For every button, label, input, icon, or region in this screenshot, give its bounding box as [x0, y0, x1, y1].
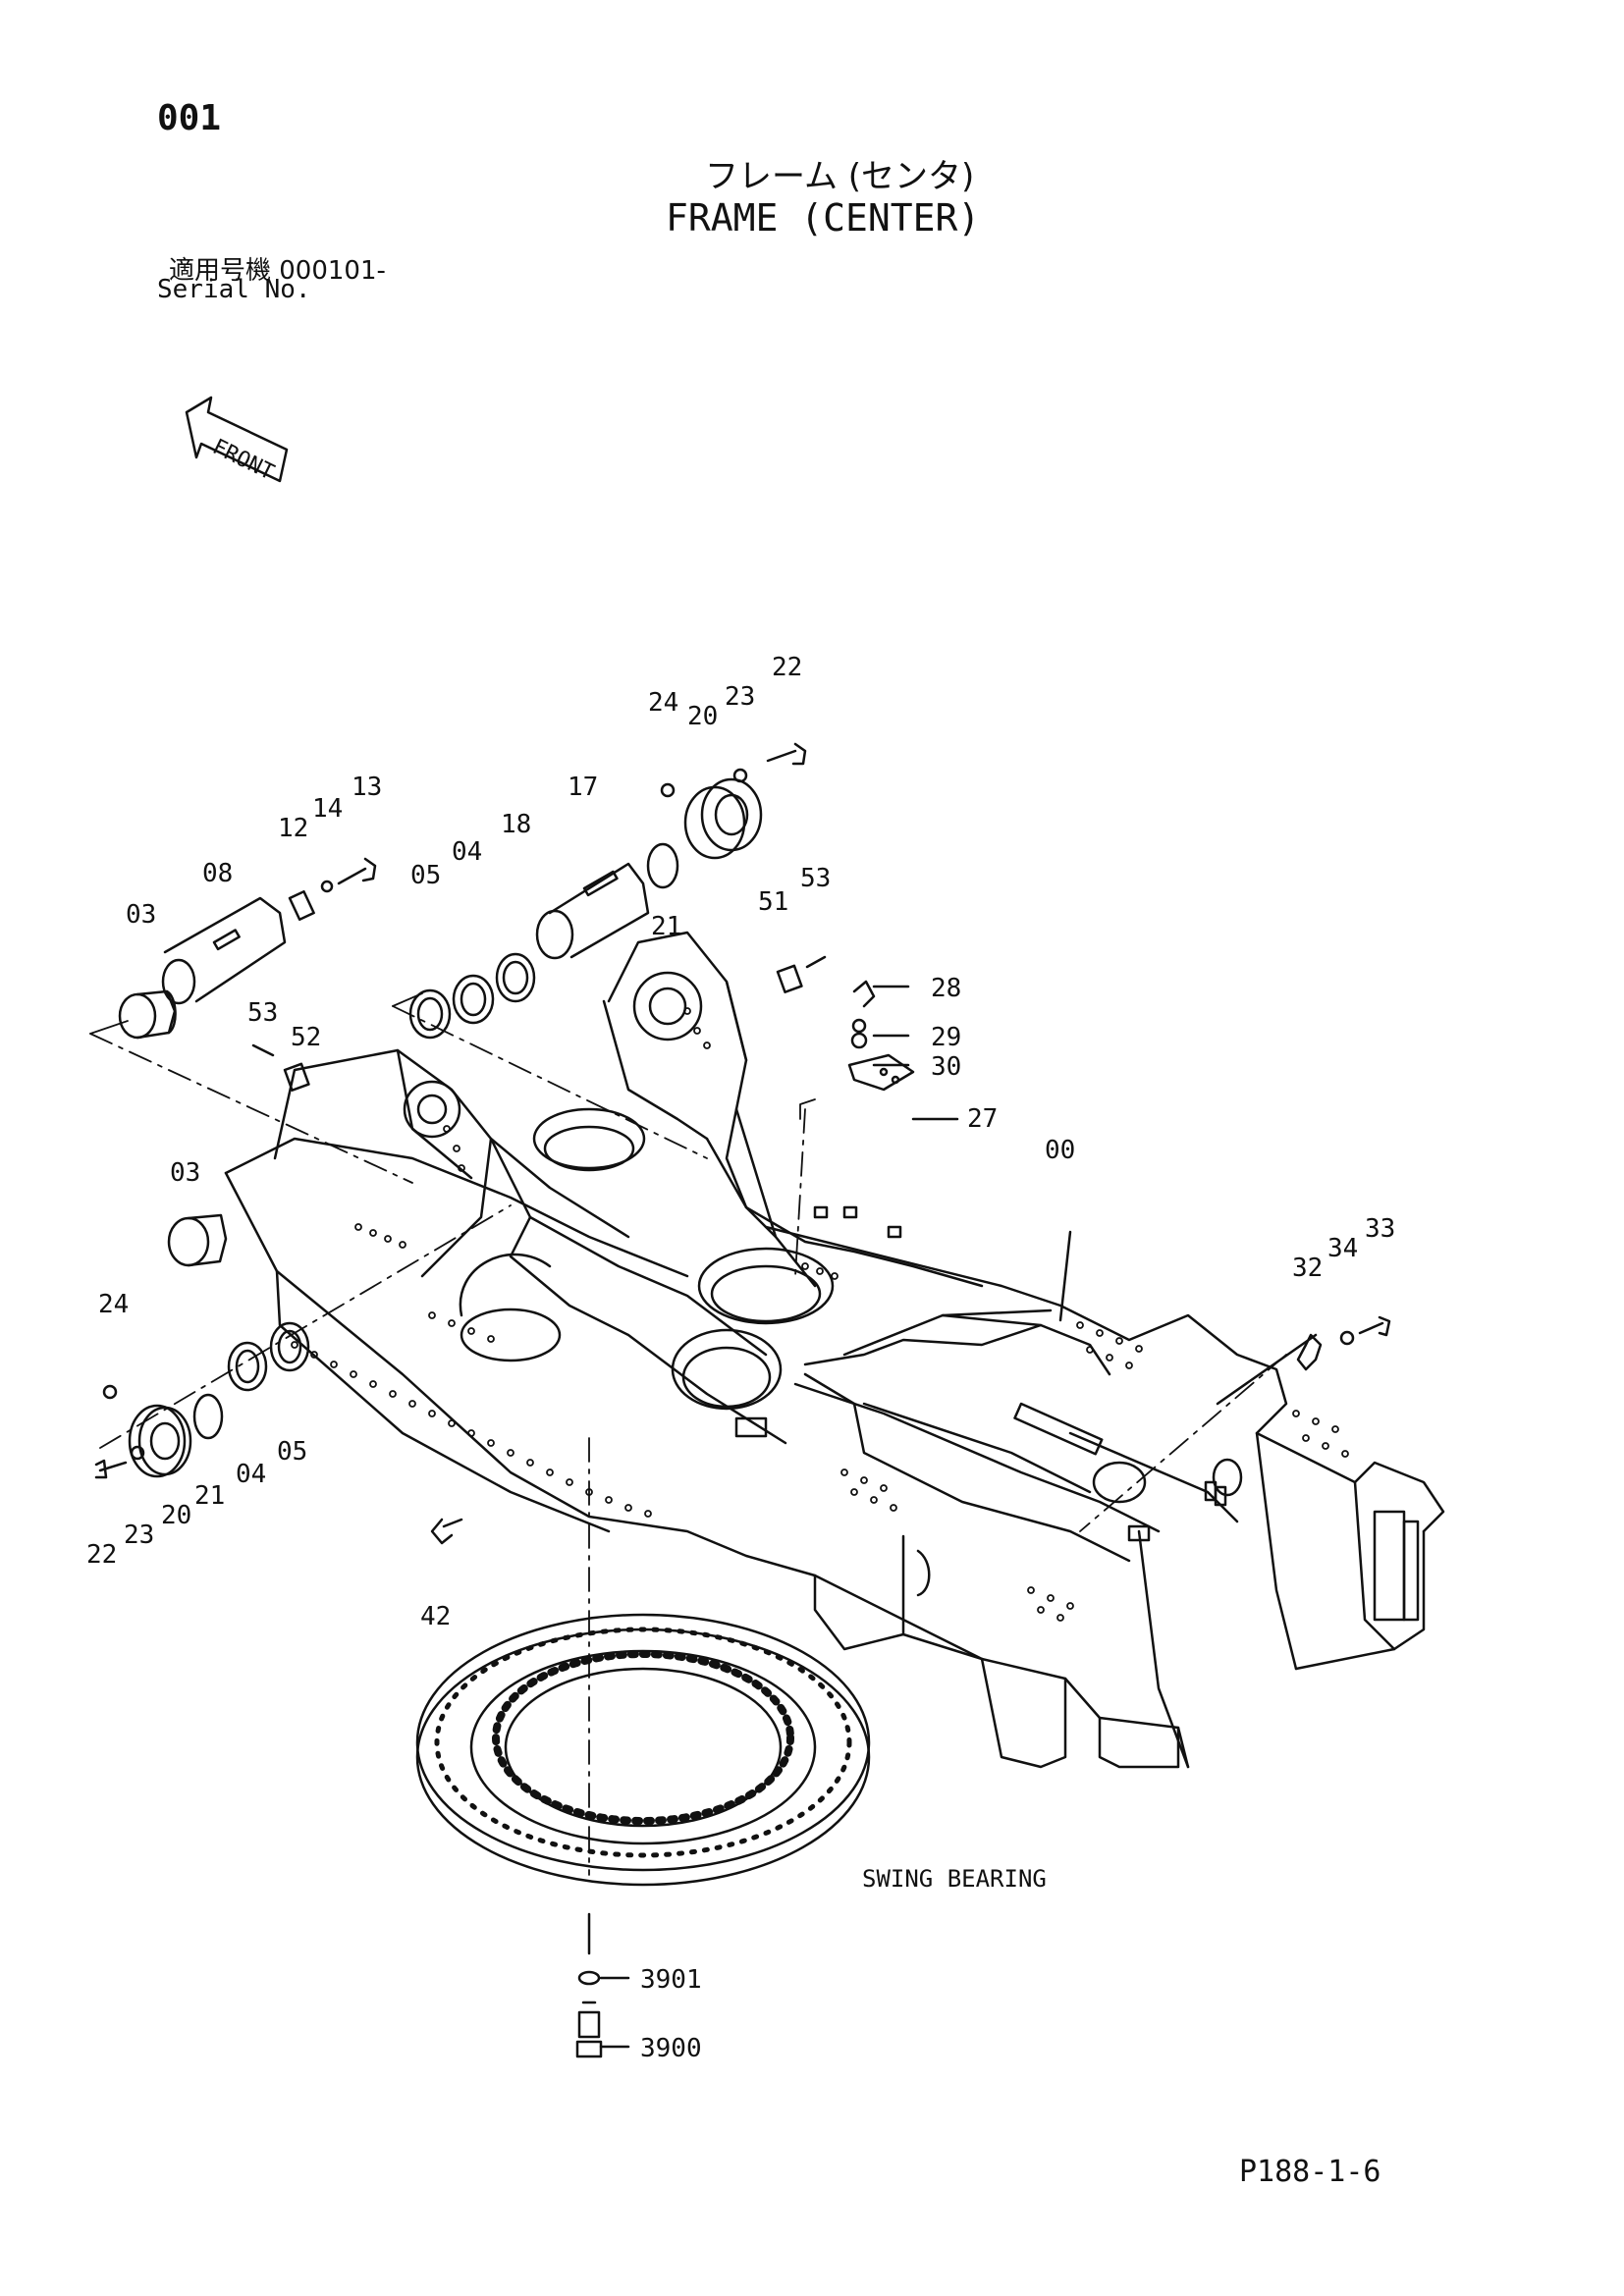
- page-code: P188-1-6: [1239, 2155, 1381, 2189]
- callout-23: 23: [124, 1521, 154, 1550]
- serial-label-japanese: 適用号機 000101-: [169, 256, 386, 286]
- callout-27: 27: [967, 1104, 998, 1134]
- serial-label-english: Serial No.: [157, 275, 311, 304]
- callout-21: 21: [194, 1481, 225, 1511]
- swing-bearing-label: SWING BEARING: [862, 1865, 1047, 1893]
- callout-14: 14: [312, 794, 343, 824]
- title-japanese: フレーム (センタ): [705, 157, 975, 196]
- callout-22: 22: [86, 1540, 117, 1570]
- callout-17: 17: [568, 773, 598, 802]
- front-direction-arrow: FRONT: [185, 396, 289, 486]
- callout-51: 51: [758, 887, 788, 917]
- callout-53: 53: [800, 864, 831, 893]
- pin-assembly-left: [94, 742, 1391, 1545]
- callout-05: 05: [277, 1437, 307, 1467]
- swing-bearing: [415, 1613, 871, 1887]
- callout-21: 21: [651, 912, 681, 941]
- callout-42: 42: [420, 1602, 451, 1631]
- callout-08: 08: [202, 859, 233, 888]
- callout-13: 13: [352, 773, 382, 802]
- callout-29: 29: [931, 1023, 961, 1052]
- assembly-center-lines: [89, 1005, 1287, 1876]
- callout-20: 20: [687, 702, 718, 731]
- callout-28: 28: [931, 974, 961, 1003]
- swing-bearing-fasteners: [575, 1970, 630, 2058]
- callout-03: 03: [170, 1158, 200, 1188]
- callout-32: 32: [1292, 1254, 1323, 1283]
- callout-24: 24: [648, 688, 678, 718]
- callout-04: 04: [452, 837, 482, 867]
- page-number: 001: [157, 98, 222, 138]
- callout-33: 33: [1365, 1214, 1395, 1244]
- callout-3901: 3901: [640, 1965, 702, 1995]
- callout-18: 18: [501, 810, 531, 839]
- callout-30: 30: [931, 1052, 961, 1082]
- center-frame-body: [224, 931, 1445, 1769]
- callout-34: 34: [1327, 1234, 1358, 1263]
- callout-04: 04: [236, 1460, 266, 1489]
- callout-53: 53: [247, 998, 278, 1028]
- callout-20: 20: [161, 1501, 191, 1530]
- callout-22: 22: [772, 653, 802, 682]
- callout-05: 05: [410, 861, 441, 890]
- callout-52: 52: [291, 1023, 321, 1052]
- callout-03: 03: [126, 900, 156, 930]
- title-english: FRAME (CENTER): [666, 196, 981, 240]
- callout-3900: 3900: [640, 2034, 702, 2063]
- callout-00: 00: [1045, 1136, 1075, 1165]
- front-label: FRONT: [208, 435, 277, 486]
- callout-labels: 22 24 20 23 13 14 12 17 18 04 05 08 03 2…: [86, 653, 1395, 2063]
- callout-24: 24: [98, 1290, 129, 1319]
- callout-23: 23: [725, 682, 755, 712]
- callout-12: 12: [278, 814, 308, 843]
